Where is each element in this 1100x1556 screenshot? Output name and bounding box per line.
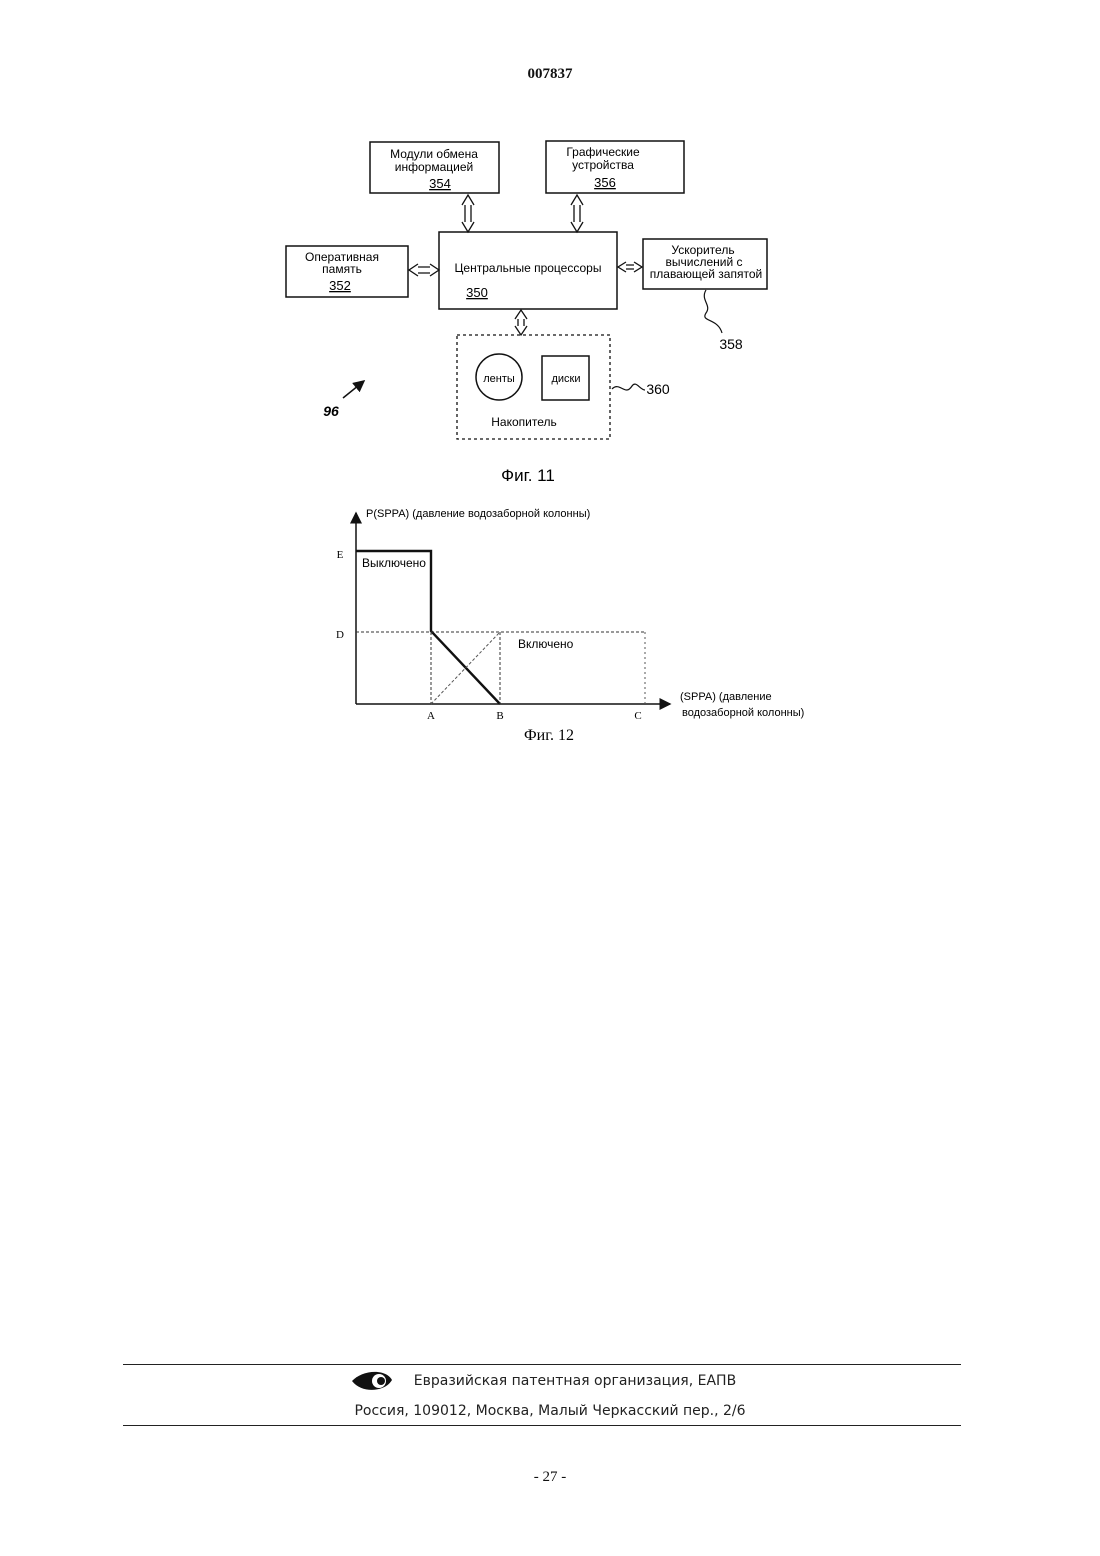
y-axis-label: P(SPPA) (давление водозаборной колонны): [366, 508, 590, 520]
cpu-box: Центральные процессоры 350: [439, 232, 617, 309]
tick-B: B: [496, 710, 503, 722]
storage-leader-line: [612, 384, 645, 390]
x-axis-label-line2: водозаборной колонны): [682, 707, 804, 719]
tick-E: E: [337, 549, 344, 561]
svg-text:Центральные процессоры: Центральные процессоры: [455, 261, 602, 275]
ref-358: 358: [719, 336, 743, 352]
svg-text:информацией: информацией: [395, 160, 473, 174]
svg-text:Накопитель: Накопитель: [491, 415, 557, 429]
fig11-diagram: Модули обмена информацией 354 Графически…: [286, 141, 767, 485]
fpu-leader-line: [704, 290, 722, 333]
x-axis-label-line1: (SPPA) (давление: [680, 691, 772, 703]
connector-comm-cpu: [462, 195, 474, 232]
svg-text:352: 352: [329, 278, 351, 293]
fig12-caption: Фиг. 12: [524, 727, 574, 744]
connector-cpu-storage: [515, 310, 527, 335]
graphics-devices-box: Графические устройства 356: [546, 141, 684, 193]
region-off-label: Выключено: [362, 556, 426, 570]
ram-box: Оперативная память 352: [286, 246, 408, 297]
svg-text:ленты: ленты: [483, 373, 515, 385]
svg-text:350: 350: [466, 285, 488, 300]
connector-cpu-fpu: [618, 262, 642, 272]
svg-text:диски: диски: [551, 373, 580, 385]
footer-bottom-rule: [123, 1425, 961, 1426]
svg-text:Модули обмена: Модули обмена: [390, 147, 478, 161]
svg-text:плавающей запятой: плавающей запятой: [650, 267, 762, 281]
page-number: - 27 -: [0, 1469, 1100, 1486]
storage-box: ленты диски Накопитель: [457, 335, 610, 439]
connector-graphics-cpu: [571, 195, 583, 232]
svg-text:устройства: устройства: [572, 158, 634, 172]
footer-top-rule: [123, 1364, 961, 1365]
fpu-box: Ускоритель вычислений с плавающей запято…: [643, 239, 767, 289]
tick-A: A: [427, 710, 435, 722]
footer-address: Россия, 109012, Москва, Малый Черкасский…: [0, 1403, 1100, 1419]
svg-text:память: память: [322, 262, 362, 276]
fig11-caption: Фиг. 11: [501, 466, 555, 485]
ref-96: 96: [323, 403, 339, 419]
off-boundary-curve: [356, 551, 500, 704]
tick-D: D: [336, 629, 344, 641]
svg-text:Графические: Графические: [566, 145, 640, 159]
region-on-label: Включено: [518, 637, 574, 651]
tick-C: C: [634, 710, 641, 722]
svg-text:356: 356: [594, 175, 616, 190]
fig12-chart: P(SPPA) (давление водозаборной колонны) …: [336, 508, 804, 744]
footer-org: Евразийская патентная организация, ЕАПВ: [0, 1373, 1100, 1389]
system-ref-arrow: [343, 381, 364, 398]
svg-text:354: 354: [429, 176, 451, 191]
connector-ram-cpu: [409, 264, 439, 276]
comm-modules-box: Модули обмена информацией 354: [370, 142, 499, 193]
ref-360: 360: [646, 381, 670, 397]
